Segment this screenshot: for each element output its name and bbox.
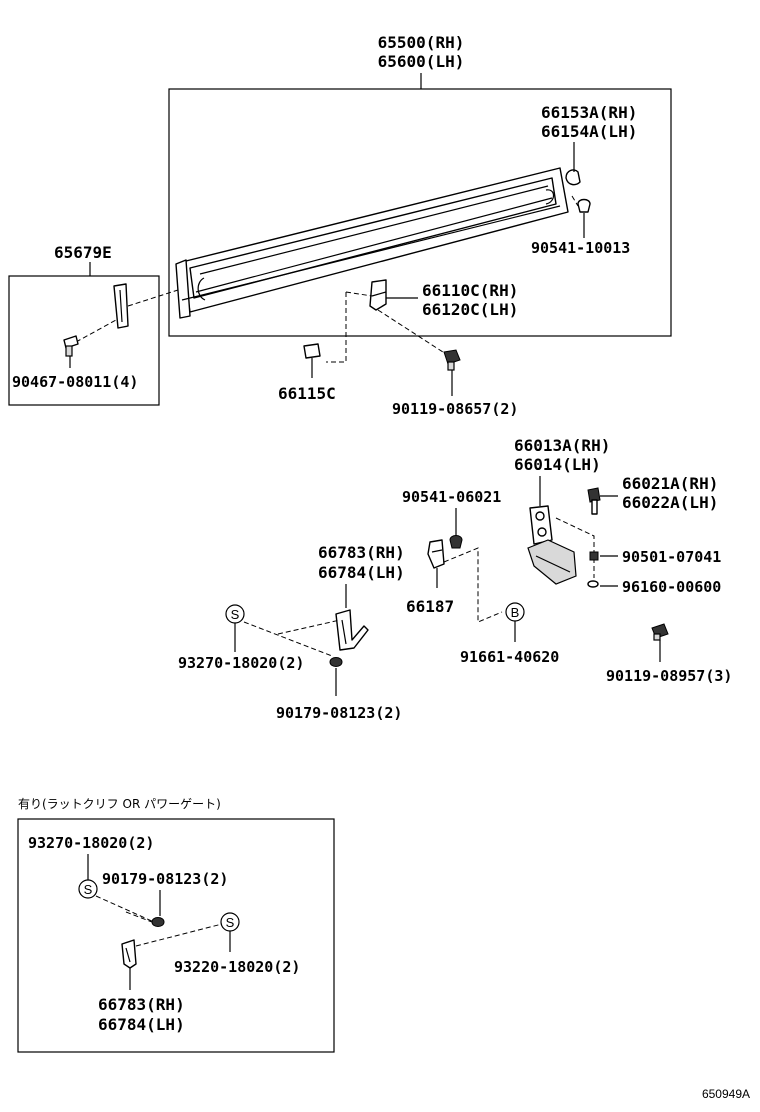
label-93270: 93270-18020(2) [178, 654, 304, 672]
hinge-bracket-part [369, 279, 387, 311]
label-90541-10013: 90541-10013 [531, 239, 630, 257]
label-90467: 90467-08011(4) [12, 373, 138, 391]
bolt-part [443, 349, 461, 371]
inset-label-66783: 66783(RH) [98, 995, 185, 1014]
label-66120C: 66120C(LH) [422, 300, 518, 319]
label-90179: 90179-08123(2) [276, 704, 402, 722]
small-bracket-part [427, 539, 445, 569]
figure-code: 650949A [702, 1087, 750, 1101]
label-90119-08957: 90119-08957(3) [606, 667, 732, 685]
label-65600: 65600(LH) [378, 52, 465, 71]
label-65679E: 65679E [54, 243, 112, 262]
washer-part [589, 551, 599, 561]
label-66187: 66187 [406, 597, 454, 616]
cap-nut-part [577, 198, 591, 213]
inset-bracket-part [121, 939, 137, 969]
inset-symbol-s1-circle [78, 879, 98, 899]
label-90541-06021: 90541-06021 [402, 488, 501, 506]
label-66153A: 66153A(RH) [541, 103, 637, 122]
nut-part [329, 657, 343, 667]
label-96160: 96160-00600 [622, 578, 721, 596]
inset-label-93270: 93270-18020(2) [28, 834, 154, 852]
inset-label-66784: 66784(LH) [98, 1015, 185, 1034]
inset-symbol-s1-text: S [84, 882, 93, 897]
label-90501: 90501-07041 [622, 548, 721, 566]
label-66014: 66014(LH) [514, 455, 601, 474]
symbol-s-text: S [231, 607, 240, 622]
label-66154A: 66154A(LH) [541, 122, 637, 141]
label-91661: 91661-40620 [460, 648, 559, 666]
gate-hinge-part [527, 505, 577, 585]
flange-bolt-part [651, 623, 669, 641]
seal-part [113, 283, 129, 329]
label-66013A: 66013A(RH) [514, 436, 610, 455]
screw-part [63, 335, 79, 357]
label-66783: 66783(RH) [318, 543, 405, 562]
end-cap-part [565, 169, 581, 186]
hinge-pin-part [587, 487, 601, 515]
inset-note: 有り(ラットクリフ OR パワーゲート) [18, 797, 221, 811]
label-65500: 65500(RH) [378, 33, 465, 52]
inset-label-93220: 93220-18020(2) [174, 958, 300, 976]
inset-box [17, 818, 335, 1053]
cap-nut-small-part [449, 535, 463, 549]
tailgate-panel-part [175, 167, 569, 319]
label-66115C: 66115C [278, 384, 336, 403]
label-90119-08657: 90119-08657(2) [392, 400, 518, 418]
symbol-b-text: B [511, 605, 520, 620]
clip-part [303, 343, 321, 359]
label-66784: 66784(LH) [318, 563, 405, 582]
inset-symbol-s2-text: S [226, 915, 235, 930]
label-66021A: 66021A(RH) [622, 474, 718, 493]
inset-nut-part [151, 917, 165, 927]
pin-clip-part [587, 580, 599, 588]
cable-bracket-part [335, 609, 369, 651]
inset-label-90179: 90179-08123(2) [102, 870, 228, 888]
label-66110C: 66110C(RH) [422, 281, 518, 300]
panel-frame-box [168, 88, 672, 337]
label-66022A: 66022A(LH) [622, 493, 718, 512]
seal-box [8, 275, 160, 406]
